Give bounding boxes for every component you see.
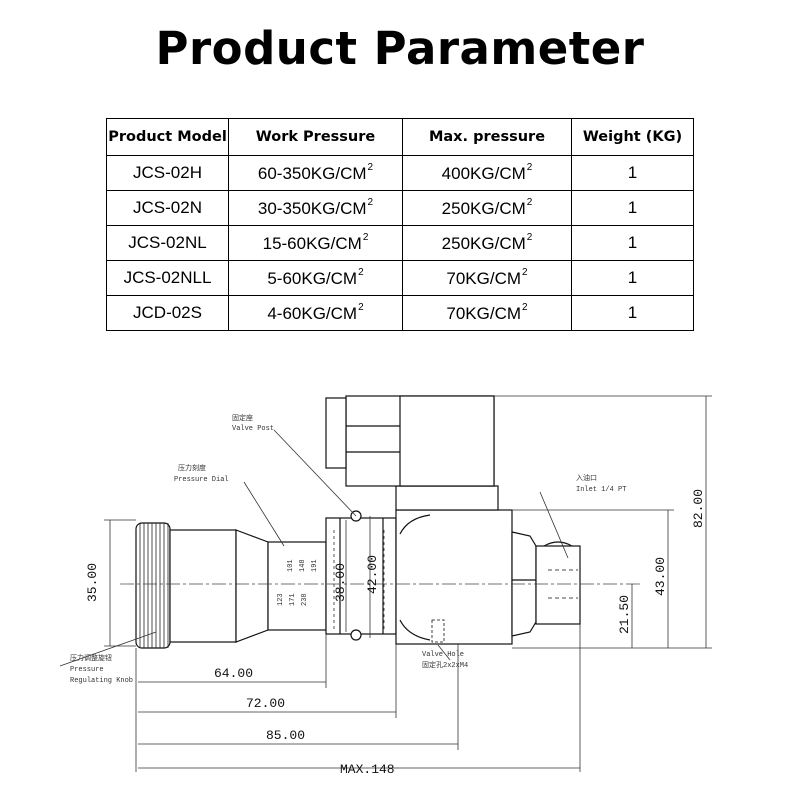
cell-weight: 1	[571, 155, 694, 191]
cell-work-pressure: 5-60KG/CM2	[228, 260, 403, 296]
cell-weight: 1	[571, 260, 694, 296]
header-max-pressure: Max. pressure	[402, 118, 572, 156]
table-row: JCS-02H 60-350KG/CM2 400KG/CM2 1	[106, 155, 694, 191]
header-product-model: Product Model	[106, 118, 229, 156]
header-work-pressure: Work Pressure	[228, 118, 403, 156]
dimension-38: 38.00	[333, 563, 348, 602]
regulating-knob	[135, 522, 171, 649]
dimension-82: 82.00	[691, 489, 706, 528]
connector-base	[395, 485, 499, 511]
page-title: Product Parameter	[155, 22, 645, 75]
dial-marks: 123 101 171 148 238 191	[277, 559, 319, 606]
cell-model: JCS-02NLL	[106, 260, 229, 296]
dimension-max-148: MAX.148	[340, 762, 395, 777]
cell-work-pressure: 15-60KG/CM2	[228, 225, 403, 261]
cell-model: JCD-02S	[106, 295, 229, 331]
cell-weight: 1	[571, 225, 694, 261]
table-row: JCS-02NLL 5-60KG/CM2 70KG/CM2 1	[106, 260, 694, 296]
cell-model: JCS-02H	[106, 155, 229, 191]
knob-label-en-2: Regulating Knob	[70, 677, 133, 685]
valve-hole-label-cn: 固定孔2x2xM4	[422, 660, 468, 670]
valve-hole	[431, 619, 445, 643]
valve-hole-label-en: Valve Hole	[422, 651, 464, 659]
taper-section	[235, 529, 269, 643]
dimension-64: 64.00	[214, 666, 253, 681]
cell-weight: 1	[571, 190, 694, 226]
dial-mark: 123	[277, 593, 285, 606]
cell-model: JCS-02NL	[106, 225, 229, 261]
header-weight: Weight (KG)	[571, 118, 694, 156]
valve-body	[395, 509, 513, 645]
cell-work-pressure: 4-60KG/CM2	[228, 295, 403, 331]
knob-body	[169, 529, 237, 643]
inlet-fitting	[535, 545, 581, 625]
knob-label-cn: 压力调整旋钮	[70, 653, 112, 663]
dimension-72: 72.00	[246, 696, 285, 711]
inlet-label-en: Inlet 1/4 PT	[576, 486, 626, 494]
cell-work-pressure: 60-350KG/CM2	[228, 155, 403, 191]
table-row: JCS-02N 30-350KG/CM2 250KG/CM2 1	[106, 190, 694, 226]
dimension-85: 85.00	[266, 728, 305, 743]
cell-max-pressure: 400KG/CM2	[402, 155, 572, 191]
cell-max-pressure: 250KG/CM2	[402, 225, 572, 261]
table-row: JCD-02S 4-60KG/CM2 70KG/CM2 1	[106, 295, 694, 331]
table-header-row: Product Model Work Pressure Max. pressur…	[106, 118, 694, 156]
knob-label-en-1: Pressure	[70, 666, 104, 674]
valve-post-label-en: Valve Post	[232, 425, 274, 433]
dimension-21-5: 21.50	[617, 595, 632, 634]
valve-post-label-cn: 固定座	[232, 413, 253, 423]
dimension-43: 43.00	[653, 557, 668, 596]
cell-model: JCS-02N	[106, 190, 229, 226]
cell-weight: 1	[571, 295, 694, 331]
dial-mark: 148	[299, 559, 307, 572]
dial-mark: 101	[287, 559, 295, 572]
inlet-label-cn: 入油口	[576, 473, 597, 483]
pressure-dial-section	[267, 541, 327, 631]
dimension-42: 42.00	[365, 555, 380, 594]
pressure-dial-label-en: Pressure Dial	[174, 476, 229, 484]
cell-max-pressure: 70KG/CM2	[402, 260, 572, 296]
parameter-table: Product Model Work Pressure Max. pressur…	[106, 118, 694, 331]
cell-max-pressure: 250KG/CM2	[402, 190, 572, 226]
technical-drawing: 123 101 171 148 238 191 固定座 Valve Post 压…	[59, 395, 712, 777]
dial-mark: 238	[301, 593, 309, 606]
cell-max-pressure: 70KG/CM2	[402, 295, 572, 331]
dimension-35: 35.00	[85, 563, 100, 602]
cell-work-pressure: 30-350KG/CM2	[228, 190, 403, 226]
table-row: JCS-02NL 15-60KG/CM2 250KG/CM2 1	[106, 225, 694, 261]
pressure-dial-label-cn: 压力刻度	[178, 463, 206, 473]
dial-mark: 191	[311, 559, 319, 572]
dial-mark: 171	[289, 593, 297, 606]
